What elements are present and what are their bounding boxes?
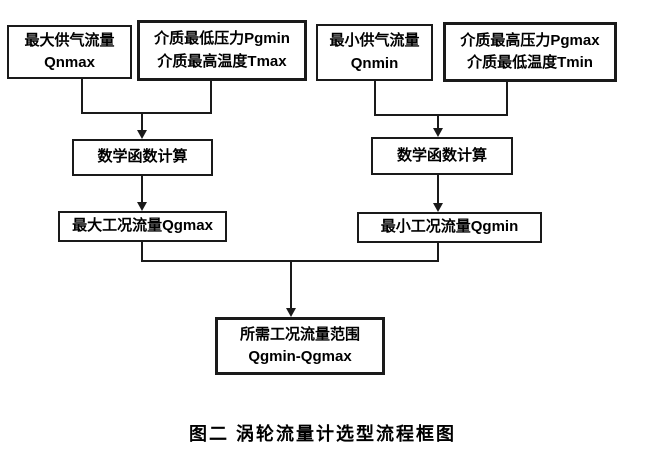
node-qnmin: 最小供气流量 Qnmin	[316, 24, 433, 81]
connector-left-merge	[81, 112, 212, 114]
arrow-to-result	[286, 308, 296, 317]
node-pgmax-tmin-line1: 介质最高压力Pgmax	[460, 31, 600, 49]
node-pgmin-tmax-line2: 介质最高温度Tmax	[157, 52, 287, 70]
connector-right-down	[437, 114, 439, 129]
node-calc-right: 数学函数计算	[371, 137, 513, 175]
node-pgmin-tmax-line1: 介质最低压力Pgmin	[154, 30, 290, 47]
node-qnmin-line2: Qnmin	[350, 54, 399, 72]
node-calc-left: 数学函数计算	[72, 139, 213, 176]
node-pgmax-tmin: 介质最高压力Pgmax 介质最低温度Tmin	[443, 22, 617, 82]
connector-right-merge	[374, 114, 508, 116]
node-pgmax-tmin-line2: 介质最低温度Tmin	[467, 54, 593, 71]
connector-bottom-down	[290, 260, 292, 309]
node-result-line2: Qgmin-Qgmax	[248, 348, 352, 365]
connector-qgmin-stub	[437, 243, 439, 262]
connector-calc-left-down	[141, 176, 143, 203]
connector-left-stub2	[210, 81, 212, 114]
node-qnmax-line2: Qnmax	[44, 54, 95, 71]
node-qnmin-line1: 最小供气流量	[329, 32, 420, 49]
node-result: 所需工况流量范围 Qgmin-Qgmax	[215, 317, 385, 375]
node-calc-left-line1: 数学函数计算	[97, 148, 188, 166]
connector-qgmax-stub	[141, 242, 143, 262]
node-qgmin-line1: 最小工况流量Qgmin	[380, 218, 519, 236]
node-pgmin-tmax: 介质最低压力Pgmin 介质最高温度Tmax	[137, 20, 307, 81]
figure-caption: 图二 涡轮流量计选型流程框图	[189, 424, 456, 444]
arrow-to-calc-left	[137, 130, 147, 139]
arrow-to-qgmin	[433, 203, 443, 212]
connector-left-down	[141, 112, 143, 131]
node-qnmax: 最大供气流量 Qnmax	[7, 25, 132, 79]
node-calc-right-line1: 数学函数计算	[396, 146, 487, 164]
node-qgmax: 最大工况流量Qgmax	[58, 211, 227, 242]
node-qgmax-line1: 最大工况流量Qgmax	[72, 217, 213, 235]
connector-calc-right-down	[437, 175, 439, 203]
node-qgmin: 最小工况流量Qgmin	[357, 212, 542, 243]
node-result-line1: 所需工况流量范围	[239, 325, 360, 343]
connector-right-stub1	[374, 81, 376, 116]
connector-right-stub2	[506, 82, 508, 116]
node-qnmax-line1: 最大供气流量	[24, 31, 115, 49]
arrow-to-calc-right	[433, 128, 443, 137]
connector-left-stub1	[81, 79, 83, 114]
arrow-to-qgmax	[137, 202, 147, 211]
